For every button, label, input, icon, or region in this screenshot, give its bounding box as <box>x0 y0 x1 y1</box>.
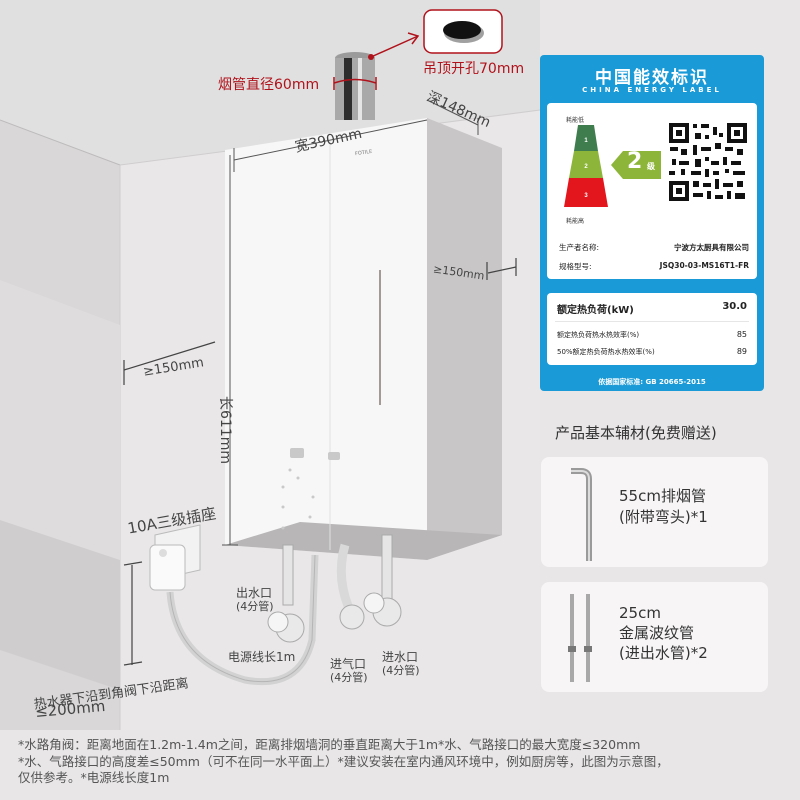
accessory-2-line2: 金属波纹管 <box>619 624 695 642</box>
footnote-line-2: *水、气路接口的高度差≤50mm（可不在同一水平面上）*建议安装在室内通风环境中… <box>18 753 669 769</box>
current-grade-arrow <box>611 151 661 179</box>
energy-label-card: 中国能效标识 CHINA ENERGY LABEL 耗能低 1 2 3 耗能高 … <box>540 55 764 391</box>
power-cord-label: 电源线长1m <box>228 650 296 664</box>
manufacturer-label: 生产者名称: <box>559 243 600 252</box>
footnote-line-1: *水路角阀：距离地面在1.2m-1.4m之间，距离排烟墙洞的垂直距离大于1m*水… <box>18 737 641 752</box>
efficiency-row-2-label: 50%额定热负荷热水热效率(%) <box>557 348 655 356</box>
model-value: JSQ30-03-MS16T1-FR <box>659 261 749 270</box>
energy-label-title: 中国能效标识 <box>595 68 709 88</box>
flue-pipe-icon <box>571 468 592 561</box>
energy-label-subtitle: CHINA ENERGY LABEL <box>582 86 722 94</box>
efficiency-row-1-value: 85 <box>736 330 747 339</box>
length-dimension-label: 长611mm <box>217 396 233 464</box>
rated-load-label: 额定热负荷(kW) <box>557 305 634 316</box>
accessory-card-flue-pipe: 55cm排烟管 (附带弯头)*1 <box>541 457 768 567</box>
gas-inlet-sub-label: (4分管) <box>330 671 368 684</box>
low-consumption-label: 耗能低 <box>566 117 585 124</box>
ceiling-hole-label: 吊顶开孔70mm <box>423 61 525 77</box>
specs-divider <box>555 321 749 322</box>
standard-reference: 依据国家标准: GB 20665-2015 <box>598 378 706 386</box>
accessory-1-line2: (附带弯头)*1 <box>619 508 708 526</box>
accessories-title: 产品基本辅材(免费赠送) <box>555 424 717 442</box>
rated-load-value: 30.0 <box>722 301 747 312</box>
efficiency-row-2-value: 89 <box>736 347 747 356</box>
qr-code[interactable] <box>667 121 749 203</box>
grade-panel: 耗能低 1 2 3 耗能高 2 级 <box>547 103 757 279</box>
gas-inlet-label: 进气口 <box>330 657 367 671</box>
metal-hose-icon <box>568 594 592 682</box>
high-consumption-label: 耗能高 <box>566 218 585 225</box>
outlet-label: 出水口 <box>236 586 273 600</box>
specs-panel: 额定热负荷(kW) 30.0 额定热负荷热水热效率(%) 85 50%额定热负荷… <box>547 293 757 365</box>
accessory-card-metal-hose: 25cm 金属波纹管 (进出水管)*2 <box>541 582 768 692</box>
grade-2: 2 <box>584 164 588 170</box>
water-inlet-sub-label: (4分管) <box>382 664 420 677</box>
water-inlet-label: 进水口 <box>382 650 419 664</box>
footnote-line-3: 仅供参考。*电源线长度1m <box>18 770 170 785</box>
accessory-1-line1: 55cm排烟管 <box>619 487 706 505</box>
grade-3: 3 <box>584 193 588 199</box>
current-grade-suffix: 级 <box>647 162 655 171</box>
accessory-2-line3: (进出水管)*2 <box>619 644 708 662</box>
grade-1: 1 <box>584 138 588 144</box>
accessory-2-line1: 25cm <box>619 604 661 622</box>
footnotes: *水路角阀：距离地面在1.2m-1.4m之间，距离排烟墙洞的垂直距离大于1m*水… <box>18 737 793 787</box>
current-grade-number: 2 <box>627 149 643 174</box>
model-label: 规格型号: <box>559 262 592 271</box>
efficiency-row-1-label: 额定热负荷热水热效率(%) <box>557 331 640 339</box>
grade-scale: 1 2 3 <box>564 125 608 207</box>
flue-diameter-label: 烟管直径60mm <box>218 77 320 93</box>
manufacturer-value: 宁波方太厨具有限公司 <box>674 243 749 252</box>
outlet-sub-label: (4分管) <box>236 600 274 613</box>
